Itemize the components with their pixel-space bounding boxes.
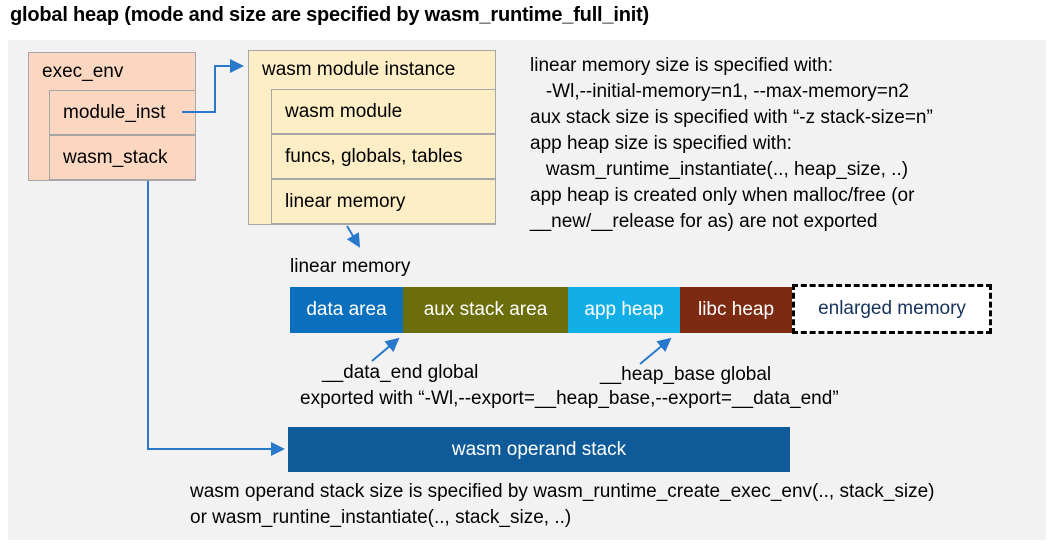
note-line: wasm_runtime_instantiate(.., heap_size, … bbox=[530, 159, 909, 180]
note-line: aux stack size is specified with “-z sta… bbox=[530, 107, 933, 128]
exported-with-label: exported with “-Wl,--export=__heap_base,… bbox=[300, 388, 839, 409]
wasm-module-instance-title: wasm module instance bbox=[262, 59, 456, 80]
segment-app-heap: app heap bbox=[568, 287, 680, 333]
note-line: linear memory size is specified with: bbox=[530, 55, 834, 76]
note-line: app heap is created only when malloc/fre… bbox=[530, 185, 915, 206]
note-line: __new/__release for as) are not exported bbox=[530, 211, 878, 232]
page-title: global heap (mode and size are specified… bbox=[10, 4, 649, 26]
instance-row-linear-memory: linear memory bbox=[271, 179, 495, 224]
exec-env-title: exec_env bbox=[42, 60, 124, 82]
segment-libc-heap: libc heap bbox=[680, 287, 792, 333]
segment-enlarged-memory: enlarged memory bbox=[792, 284, 992, 334]
wasm-module-instance-box: wasm module instance wasm module funcs, … bbox=[248, 50, 496, 225]
note-line: or wasm_runtine_instantiate(.., stack_si… bbox=[190, 507, 572, 528]
note-line: -Wl,--initial-memory=n1, --max-memory=n2 bbox=[530, 81, 909, 102]
linear-memory-label: linear memory bbox=[290, 256, 411, 277]
exec-env-box: exec_env module_inst wasm_stack bbox=[28, 52, 196, 181]
exec-env-row-wasm-stack: wasm_stack bbox=[49, 135, 195, 180]
instance-row-funcs-globals-tables: funcs, globals, tables bbox=[271, 134, 495, 179]
segment-aux-stack-area: aux stack area bbox=[403, 287, 568, 333]
note-line: wasm operand stack size is specified by … bbox=[190, 481, 935, 502]
segment-data-area: data area bbox=[290, 287, 403, 333]
exec-env-row-module-inst: module_inst bbox=[49, 90, 195, 135]
operand-stack-notes: wasm operand stack size is specified by … bbox=[190, 479, 935, 531]
heap-base-global-label: __heap_base global bbox=[600, 364, 772, 385]
wasm-operand-stack-bar: wasm operand stack bbox=[288, 427, 790, 472]
memory-size-notes: linear memory size is specified with: -W… bbox=[530, 53, 933, 235]
instance-row-wasm-module: wasm module bbox=[271, 89, 495, 134]
data-end-global-label: __data_end global bbox=[322, 362, 479, 383]
note-line: app heap size is specified with: bbox=[530, 133, 792, 154]
